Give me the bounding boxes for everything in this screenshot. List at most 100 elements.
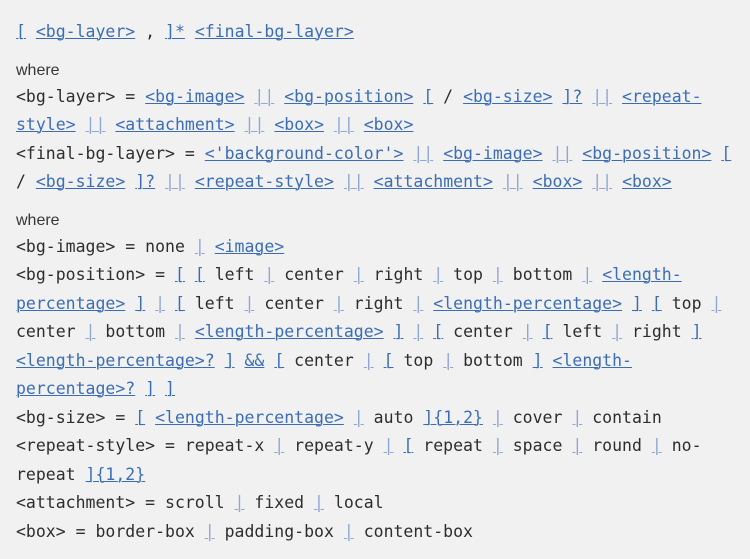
syntax-link-bg-image[interactable]: <bg-image>: [443, 143, 543, 163]
syntax-link-background-color[interactable]: <'background-color'>: [204, 143, 404, 163]
syntax-link-symbol[interactable]: ]: [691, 322, 702, 341]
combinator-link[interactable]: |: [244, 293, 255, 313]
syntax-link-symbol[interactable]: [: [403, 436, 414, 455]
combinator-link[interactable]: ||: [502, 172, 523, 191]
combinator-link[interactable]: |: [194, 236, 205, 256]
syntax-link-symbol[interactable]: [: [16, 22, 26, 41]
combinator-link[interactable]: |: [651, 436, 662, 455]
combinator-link[interactable]: ||: [333, 115, 354, 134]
syntax-link-symbol[interactable]: ]: [145, 379, 156, 398]
syntax-link-bg-layer[interactable]: <bg-layer>: [35, 22, 136, 41]
syntax-link-length[interactable]: <length-: [602, 265, 682, 284]
syntax-link-repeat[interactable]: <repeat-: [622, 86, 702, 106]
syntax-link-percentage[interactable]: percentage>: [16, 293, 126, 313]
syntax-link-symbol[interactable]: ]*: [165, 22, 185, 41]
syntax-link-symbol[interactable]: ]?: [562, 86, 583, 106]
combinator-link[interactable]: ||: [592, 172, 613, 191]
combinator-link[interactable]: |: [234, 493, 245, 512]
combinator-link[interactable]: |: [343, 521, 354, 541]
syntax-link-symbol[interactable]: [: [274, 350, 285, 370]
combinator-link[interactable]: |: [413, 322, 424, 341]
combinator-link[interactable]: ||: [165, 172, 185, 191]
syntax-link-symbol[interactable]: [: [383, 350, 394, 370]
syntax-link-1-2[interactable]: ]{1,2}: [423, 407, 483, 427]
syntax-text: no-: [661, 436, 702, 455]
combinator-link[interactable]: ||: [244, 115, 265, 134]
syntax-link-length[interactable]: <length-: [552, 350, 632, 370]
syntax-link-symbol[interactable]: [: [721, 143, 732, 163]
combinator-link[interactable]: |: [433, 265, 444, 284]
combinator-link[interactable]: |: [572, 436, 583, 455]
syntax-link-bg-position[interactable]: <bg-position>: [582, 143, 712, 163]
syntax-link-symbol[interactable]: ]: [165, 379, 175, 398]
combinator-link[interactable]: |: [443, 350, 454, 370]
syntax-link-length-percentage[interactable]: <length-percentage>?: [16, 350, 215, 370]
combinator-link[interactable]: |: [274, 436, 285, 455]
syntax-link-style[interactable]: style>: [16, 115, 76, 134]
syntax-link-symbol[interactable]: [: [174, 293, 185, 313]
combinator-link[interactable]: |: [204, 521, 215, 541]
syntax-link-symbol[interactable]: [: [651, 293, 662, 313]
combinator-link[interactable]: ||: [413, 143, 434, 163]
syntax-link-attachment[interactable]: <attachment>: [115, 115, 235, 134]
combinator-link[interactable]: |: [363, 350, 374, 370]
combinator-link[interactable]: |: [155, 293, 166, 313]
combinator-link[interactable]: |: [383, 436, 394, 455]
syntax-link-symbol[interactable]: &&: [244, 350, 265, 370]
syntax-link-percentage[interactable]: percentage>?: [16, 379, 136, 398]
combinator-link[interactable]: |: [492, 436, 503, 455]
combinator-link[interactable]: ||: [592, 86, 613, 106]
syntax-link-symbol[interactable]: ]: [135, 293, 146, 313]
syntax-link-symbol[interactable]: [: [174, 265, 185, 284]
combinator-link[interactable]: |: [333, 293, 344, 313]
syntax-link-box[interactable]: <box>: [622, 172, 672, 191]
combinator-link[interactable]: ||: [552, 143, 573, 163]
combinator-link[interactable]: |: [314, 493, 324, 512]
syntax-link-symbol[interactable]: ]?: [135, 172, 156, 191]
syntax-link-image[interactable]: <image>: [214, 236, 285, 256]
combinator-link[interactable]: ||: [343, 172, 364, 191]
syntax-link-length-percentage[interactable]: <length-percentage>: [194, 322, 384, 341]
combinator-link[interactable]: |: [572, 407, 583, 427]
syntax-link-bg-position[interactable]: <bg-position>: [284, 86, 414, 106]
syntax-link-symbol[interactable]: ]: [631, 293, 642, 313]
syntax-link-symbol[interactable]: [: [194, 265, 205, 284]
syntax-link-symbol[interactable]: ]: [532, 350, 543, 370]
combinator-link[interactable]: |: [522, 322, 533, 341]
combinator-link[interactable]: |: [85, 322, 96, 341]
syntax-link-symbol[interactable]: [: [135, 407, 146, 427]
syntax-link-repeat-style[interactable]: <repeat-style>: [194, 172, 334, 191]
combinator-link[interactable]: |: [264, 265, 275, 284]
syntax-link-symbol[interactable]: ]: [224, 350, 235, 370]
syntax-link-box[interactable]: <box>: [363, 115, 414, 134]
syntax-link-bg-size[interactable]: <bg-size>: [463, 86, 553, 106]
combinator-link[interactable]: |: [612, 322, 623, 341]
syntax-link-symbol[interactable]: [: [542, 322, 553, 341]
syntax-link-bg-image[interactable]: <bg-image>: [145, 86, 245, 106]
syntax-text: [155, 379, 165, 398]
syntax-link-length-percentage[interactable]: <length-percentage>: [433, 293, 623, 313]
syntax-text: cover: [502, 407, 573, 427]
combinator-link[interactable]: |: [174, 322, 185, 341]
combinator-link[interactable]: |: [353, 265, 364, 284]
syntax-link-symbol[interactable]: ]: [393, 322, 404, 341]
syntax-link-final-bg-layer[interactable]: <final-bg-layer>: [194, 22, 354, 41]
syntax-link-symbol[interactable]: [: [433, 322, 444, 341]
combinator-link[interactable]: |: [353, 407, 364, 427]
combinator-link[interactable]: |: [582, 265, 593, 284]
syntax-link-1-2[interactable]: ]{1,2}: [85, 464, 146, 484]
combinator-link[interactable]: |: [492, 265, 503, 284]
combinator-link[interactable]: ||: [85, 115, 106, 134]
combinator-link[interactable]: |: [492, 407, 503, 427]
combinator-link[interactable]: |: [413, 293, 424, 313]
syntax-link-box[interactable]: <box>: [274, 115, 324, 134]
combinator-link[interactable]: ||: [254, 86, 275, 106]
syntax-link-symbol[interactable]: [: [423, 86, 434, 106]
syntax-link-length-percentage[interactable]: <length-percentage>: [155, 407, 344, 427]
syntax-text: [235, 115, 245, 134]
syntax-text: <bg-image> = none: [16, 236, 195, 256]
syntax-link-attachment[interactable]: <attachment>: [373, 172, 493, 191]
syntax-link-bg-size[interactable]: <bg-size>: [35, 172, 126, 191]
syntax-link-box[interactable]: <box>: [532, 172, 583, 191]
combinator-link[interactable]: |: [711, 293, 722, 313]
